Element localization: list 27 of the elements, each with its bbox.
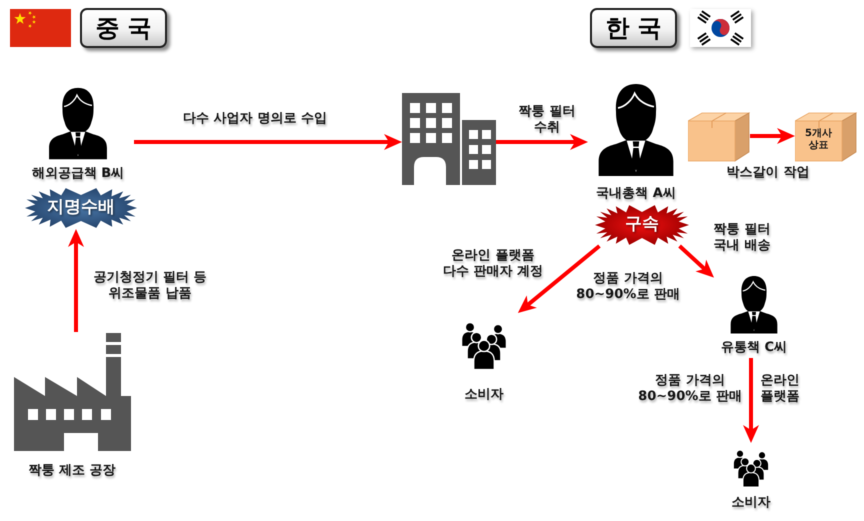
edge-label: 정품 가격의 80~90%로 판매 — [637, 373, 743, 404]
edge-label: 정품 가격의 80~90%로 판매 — [575, 271, 681, 302]
edge-label: 다수 사업자 명의로 수입 — [183, 111, 327, 127]
arrow — [68, 229, 84, 332]
arrow — [516, 244, 601, 315]
node-caption: 짝퉁 제조 공장 — [27, 463, 117, 479]
annotation-text: 온라인 플랫폼 — [760, 373, 800, 404]
edge-label: 짝퉁 필터 수취 — [518, 104, 576, 136]
arrow — [743, 358, 759, 443]
printed-text: 5개사 상표 — [804, 128, 833, 151]
edge-label: 짝퉁 필터 국내 배송 — [712, 222, 772, 254]
arrow — [496, 134, 588, 150]
node-caption: 국내총책 A씨 — [595, 186, 677, 202]
annotation-text: 온라인 플랫폼 다수 판매자 계정 — [442, 248, 544, 280]
alert-text: 구속 — [625, 214, 659, 234]
arrow — [678, 244, 716, 280]
alert-text: 지명수배 — [47, 197, 115, 218]
country-title-box: 중 국 — [80, 8, 167, 48]
annotation-text: 박스갈이 작업 — [726, 165, 810, 181]
node-caption: 소비자 — [464, 387, 504, 403]
edge-label: 공기청정기 필터 등 위조물품 납품 — [92, 270, 208, 302]
country-title-box: 한 국 — [590, 8, 677, 48]
node-caption: 해외공급책 B씨 — [30, 166, 126, 182]
arrow — [750, 128, 795, 144]
node-caption: 소비자 — [730, 495, 772, 511]
arrow — [134, 134, 402, 150]
node-caption: 유통책 C씨 — [720, 340, 788, 356]
